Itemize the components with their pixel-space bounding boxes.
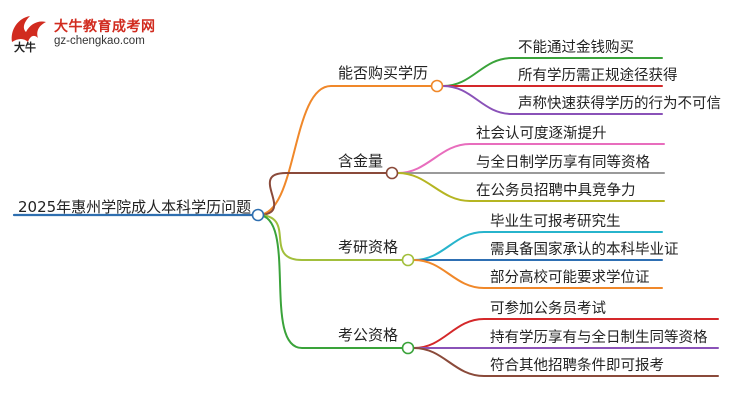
logo-mark-text: 大牛 [14,40,36,54]
leaf-connector [413,259,663,289]
leaf-topic: 可参加公务员考试 [490,301,606,317]
leaf-topic: 不能通过金钱购买 [518,40,634,56]
root-topic: 2025年惠州学院成人本科学历问题 [18,198,252,216]
leaf-topic: 所有学历需正规途径获得 [518,68,678,84]
leaf-connector [413,347,719,377]
logo-title: 大牛教育成考网 [54,19,156,35]
branch-topic: 考公资格 [338,326,399,344]
leaf-topic: 部分高校可能要求学位证 [490,270,650,286]
branch-node[interactable] [385,166,399,180]
leaf-topic: 社会认可度逐渐提升 [476,126,607,142]
branch-topic: 考研资格 [338,238,399,256]
leaf-connector [413,231,663,261]
logo-url: gz-chengkao.com [54,35,145,47]
leaf-topic: 符合其他招聘条件即可报考 [490,358,664,374]
leaf-connector [442,57,663,87]
site-logo[interactable]: 大牛 大牛教育成考网 gz-chengkao.com [8,12,198,54]
branch-connector [257,172,387,216]
branch-topic: 含金量 [338,152,384,170]
branch-node[interactable] [401,341,415,355]
leaf-topic: 在公务员招聘中具竞争力 [476,183,636,199]
leaf-topic: 需具备国家承认的本科毕业证 [490,242,679,258]
leaf-connector [413,318,719,349]
leaf-topic: 毕业生可报考研究生 [490,214,621,230]
branch-node[interactable] [430,79,444,93]
branch-connector [257,214,403,349]
leaf-topic: 持有学历享有与全日制生同等资格 [490,330,708,346]
branch-node[interactable] [401,253,415,267]
branch-connector [257,85,432,216]
leaf-connector [442,85,663,115]
leaf-topic: 声称快速获得学历的行为不可信 [518,96,721,112]
bull-logo-icon: 大牛 [11,16,47,54]
leaf-topic: 与全日制学历享有同等资格 [476,155,650,171]
root-node[interactable] [251,208,265,222]
branch-topic: 能否购买学历 [338,64,429,82]
branch-connector [257,214,403,261]
leaf-connector [397,172,665,202]
leaf-connector [397,143,665,174]
